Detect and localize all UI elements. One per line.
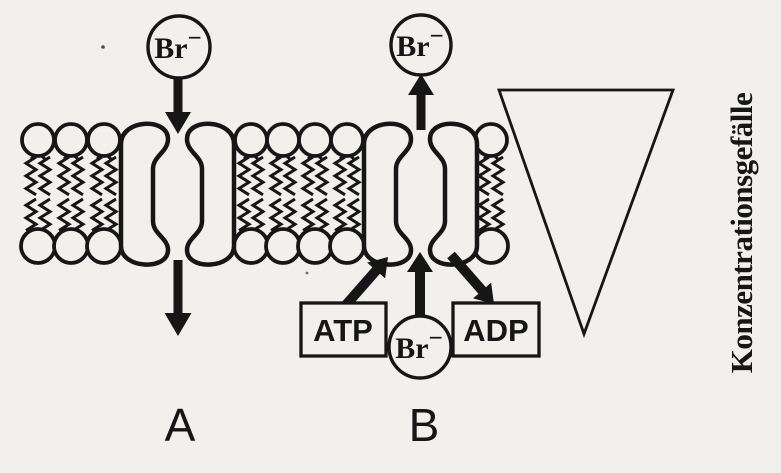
lipid-column [328,122,366,265]
lipid-tail [56,155,72,197]
lipid-tail [89,197,105,232]
atp-box-frame [299,301,388,358]
arrow-bromide-out-above-b [408,74,434,130]
arrow-bromide-into-channel-a [165,78,191,134]
lipid-tail [314,197,330,232]
lipid-tail [268,155,284,197]
lipid-tail [236,155,252,197]
adp-box-frame [451,301,541,358]
lipid-tail [300,155,316,197]
lipid-column [296,122,334,265]
panel-a-label: A [165,399,196,451]
lipid-tail [332,197,348,232]
lipid-head-bottom [52,227,90,265]
lipid-tail [282,197,298,232]
lipid-tail [250,197,266,232]
lipid-head-top [297,122,333,158]
lipid-tail [70,155,86,197]
bromide-ion-circle [146,14,212,80]
lipid-tail [89,155,105,197]
lipid-tail [476,155,492,197]
bromide-ion-circle [389,13,453,77]
pump-b-right-half [427,121,480,267]
channel-a-right-half [184,121,237,267]
lipid-head-top [20,122,56,158]
adp-label: ADP [463,313,528,348]
lipid-tail [250,155,266,197]
lipid-tail [300,197,316,232]
lipid-tail [268,197,284,232]
pump-b-left-half [361,121,414,267]
channel-a-left-half [118,121,171,267]
bromide-ion-above-a: Br− [146,14,212,80]
bromide-ion-label: Br− [154,25,202,65]
lipid-head-bottom [85,227,123,265]
concentration-gradient-triangle [497,88,676,339]
lipid-head-top [233,122,269,158]
lipid-tail [103,155,119,197]
lipid-tail [37,155,53,197]
bromide-ion-above-b: Br− [389,13,453,77]
bromide-ion-label: Br− [396,23,444,63]
lipid-tail [490,197,506,232]
panel-b-label: B [409,399,440,451]
lipid-head-top [265,122,301,158]
arrow-pump-to-adp [447,251,494,304]
lipid-tail [103,197,119,232]
bromide-ion-below-b: Br− [387,314,453,380]
scan-speck [305,271,309,275]
lipid-column [19,122,57,265]
arrow-atp-to-pump [341,257,388,310]
lipid-tail [346,155,362,197]
arrow-bromide-out-below-a [164,260,192,336]
lipid-tail [314,155,330,197]
lipid-bilayer [19,122,510,265]
pump-b-protein [361,121,480,267]
lipid-tail [37,197,53,232]
atp-box: ATP [299,301,388,358]
bromide-ion-label: Br− [395,325,443,365]
lipid-head-top [53,122,89,158]
atp-label: ATP [313,313,373,348]
lipid-head-bottom [264,227,302,265]
lipid-tail [490,155,506,197]
lipid-tail [70,197,86,232]
scan-speck [101,45,105,49]
lipid-column [232,122,270,265]
lipid-column [52,122,90,265]
lipid-tail [346,197,362,232]
lipid-column [264,122,302,265]
lipid-head-top [329,122,365,158]
lipid-tail [282,155,298,197]
lipid-tail [23,155,39,197]
lipid-head-top [473,122,509,158]
lipid-head-bottom [232,227,270,265]
lipid-column [85,122,123,265]
lipid-head-bottom [296,227,334,265]
lipid-tail [23,197,39,232]
bromide-ion-circle [387,314,453,380]
lipid-tail [332,155,348,197]
lipid-tail [236,197,252,232]
lipid-head-bottom [328,227,366,265]
channel-a-protein [118,121,237,267]
lipid-head-bottom [19,227,57,265]
lipid-tail [476,197,492,232]
adp-box: ADP [451,301,541,358]
lipid-tail [56,197,72,232]
gradient-axis-label: Konzentrationsgefälle [724,93,759,374]
arrow-bromide-into-pump [407,252,433,316]
lipid-head-top [86,122,122,158]
arrows-layer [164,74,494,336]
